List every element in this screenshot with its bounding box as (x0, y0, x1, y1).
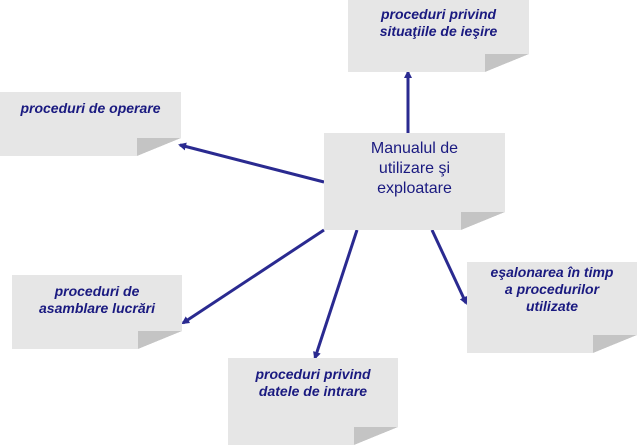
arrow-to-assembly-procedures (181, 228, 325, 325)
node-input-procedures: proceduri privind datele de intrare (228, 358, 398, 445)
node-scheduling-procedures-label: eşalonarea în timp a procedurilor utiliz… (490, 264, 614, 314)
node-operating-procedures-label: proceduri de operare (20, 100, 161, 116)
node-assembly-procedures-label: proceduri de asamblare lucrări (39, 283, 155, 316)
arrow-to-scheduling-procedures (430, 229, 468, 305)
node-output-procedures: proceduri privind situaţiile de ieşire (348, 0, 529, 72)
node-scheduling-procedures: eşalonarea în timp a procedurilor utiliz… (467, 262, 637, 353)
arrow-to-input-procedures (313, 229, 359, 360)
node-input-procedures-label: proceduri privind datele de intrare (255, 366, 371, 399)
node-assembly-procedures: proceduri de asamblare lucrări (12, 275, 182, 349)
node-operating-procedures: proceduri de operare (0, 92, 181, 156)
node-central-manual-label: Manualul de utilizare şi exploatare (370, 140, 459, 197)
arrow-to-operating-procedures (178, 142, 325, 184)
node-output-procedures-label: proceduri privind situaţiile de ieşire (379, 6, 498, 39)
node-central-manual: Manualul de utilizare şi exploatare (324, 133, 505, 230)
